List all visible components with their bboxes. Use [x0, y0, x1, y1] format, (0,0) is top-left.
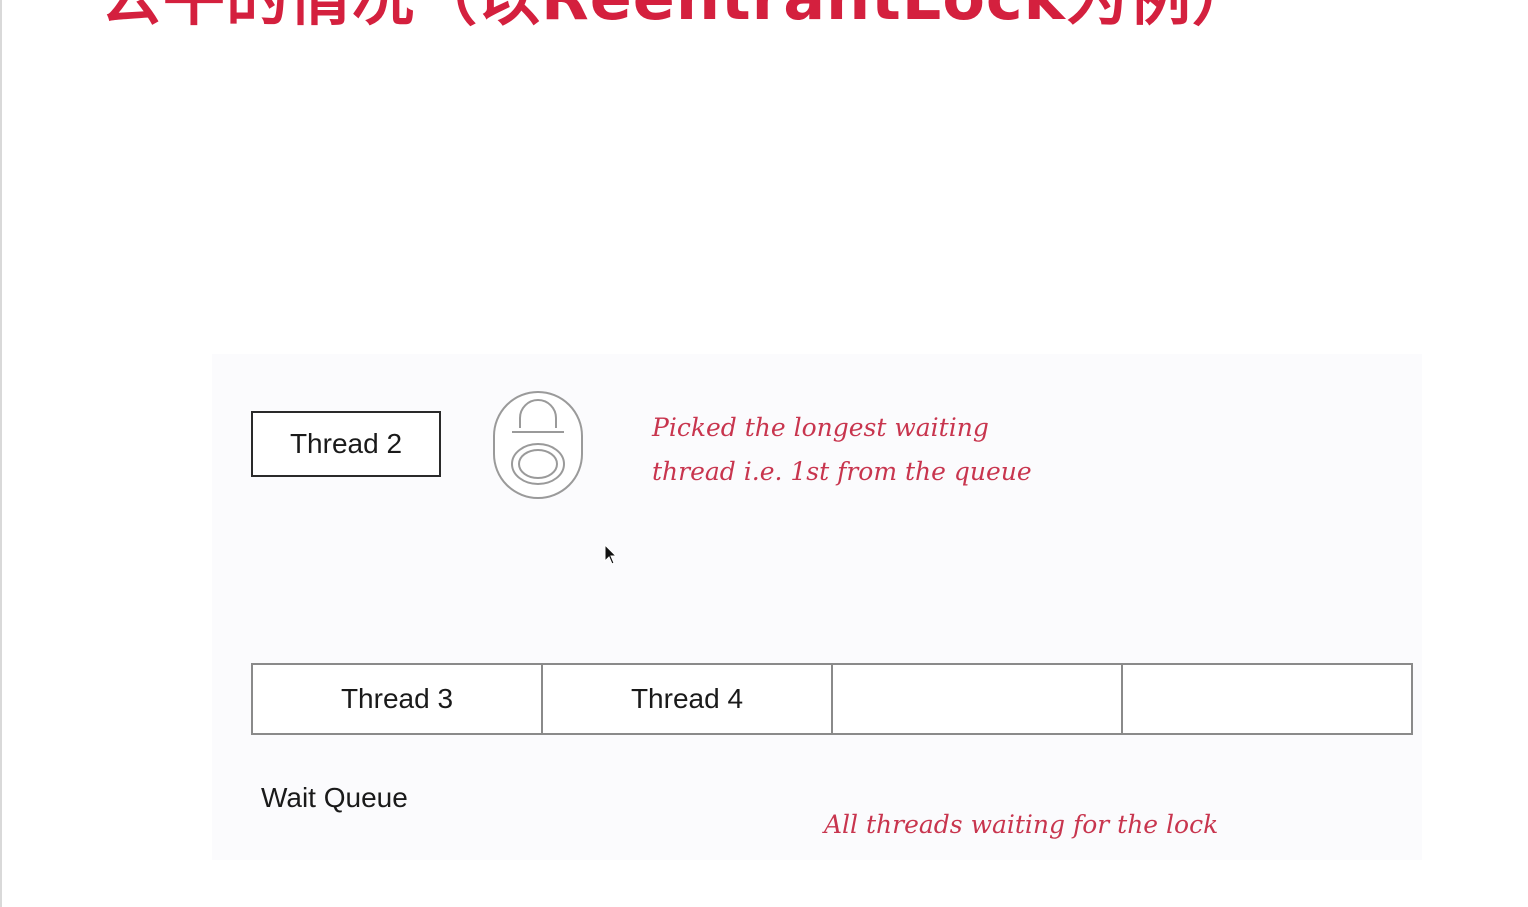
queue-slot-4 [1123, 665, 1411, 733]
wait-queue: Thread 3 Thread 4 [251, 663, 1413, 735]
lock-owner-thread-box: Thread 2 [251, 411, 441, 477]
queue-slot-3 [833, 665, 1123, 733]
picked-thread-annotation: Picked the longest waiting thread i.e. 1… [652, 406, 1032, 494]
queue-slot-1: Thread 3 [253, 665, 543, 733]
wait-queue-annotation: All threads waiting for the lock [824, 810, 1219, 839]
padlock-icon [493, 391, 583, 499]
mouse-cursor-icon [604, 544, 618, 565]
picked-note-line-2: thread i.e. 1st from the queue [652, 457, 1032, 486]
slide-title: 公平的情况（以ReentrantLock为例） [100, 0, 1500, 38]
slide-left-edge [0, 0, 2, 907]
queue-slot-2: Thread 4 [543, 665, 833, 733]
lock-owner-label: Thread 2 [289, 428, 403, 459]
wait-queue-label: Wait Queue [261, 782, 408, 813]
picked-note-line-1: Picked the longest waiting [652, 413, 989, 442]
